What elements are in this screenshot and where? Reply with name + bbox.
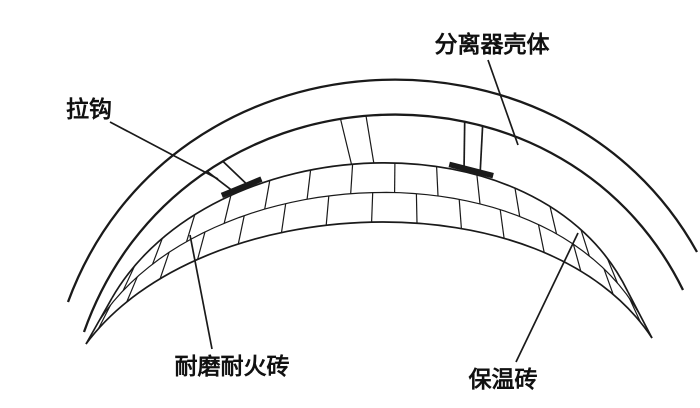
brick-arch: [85, 161, 653, 345]
brick-joint: [237, 215, 245, 245]
brick-joint: [580, 229, 590, 257]
brick-pattern: [85, 162, 653, 345]
brick-joint: [223, 195, 232, 224]
hook-anchor-bar: [448, 161, 494, 179]
brick-arch-outer-line: [111, 161, 629, 299]
brick-joint: [122, 265, 136, 291]
leader-insulation-brick: [515, 232, 579, 363]
leader-refractory-brick: [189, 234, 213, 350]
tie-hooks: [206, 121, 494, 198]
hook-rod: [479, 125, 484, 176]
apex-spacer: [365, 115, 375, 164]
brick-joint: [350, 164, 354, 194]
brick-joint: [325, 195, 330, 226]
brick-joint: [499, 209, 505, 239]
label-hook: 拉钩: [66, 96, 112, 123]
brick-joint: [603, 268, 614, 295]
brick-joint: [264, 180, 271, 210]
brick-joint: [458, 199, 462, 229]
brick-joint: [514, 188, 521, 217]
separator-shell: [66, 78, 699, 333]
label-insulation-brick: 保温砖: [468, 366, 538, 393]
separator-shell-inner-line: [82, 113, 685, 333]
apex-spacer-lines: [339, 115, 375, 165]
brick-joint: [152, 237, 163, 265]
brick-end-cap: [85, 297, 113, 345]
leader-lines: [109, 59, 579, 363]
brick-joint: [572, 244, 582, 272]
brick-joint: [415, 193, 418, 224]
brick-joint: [628, 298, 642, 323]
brick-joint: [186, 214, 196, 242]
apex-spacer: [339, 118, 353, 165]
separator-shell-outer-line: [66, 78, 699, 303]
brick-joint: [126, 276, 138, 303]
brick-joint: [549, 206, 558, 234]
brick-end-cap: [627, 291, 653, 339]
leader-separator-shell: [487, 59, 519, 146]
brick-joint: [537, 224, 545, 253]
label-separator-shell: 分离器壳体: [435, 31, 551, 58]
brick-joint: [280, 203, 287, 233]
brick-joint: [306, 169, 312, 200]
hook-rod: [463, 121, 466, 172]
brick-joint: [436, 166, 439, 196]
label-refractory-brick: 耐磨耐火砖: [175, 354, 290, 380]
brick-joint: [371, 192, 374, 223]
hook-anchor-bar: [220, 176, 263, 198]
brick-arch-inner-line: [85, 221, 653, 345]
brick-joint: [606, 258, 618, 284]
brick-joint: [197, 231, 206, 260]
brick-joint: [97, 305, 111, 330]
brick-joint: [476, 174, 481, 204]
leader-hook: [109, 121, 219, 180]
brick-joint: [159, 252, 170, 279]
